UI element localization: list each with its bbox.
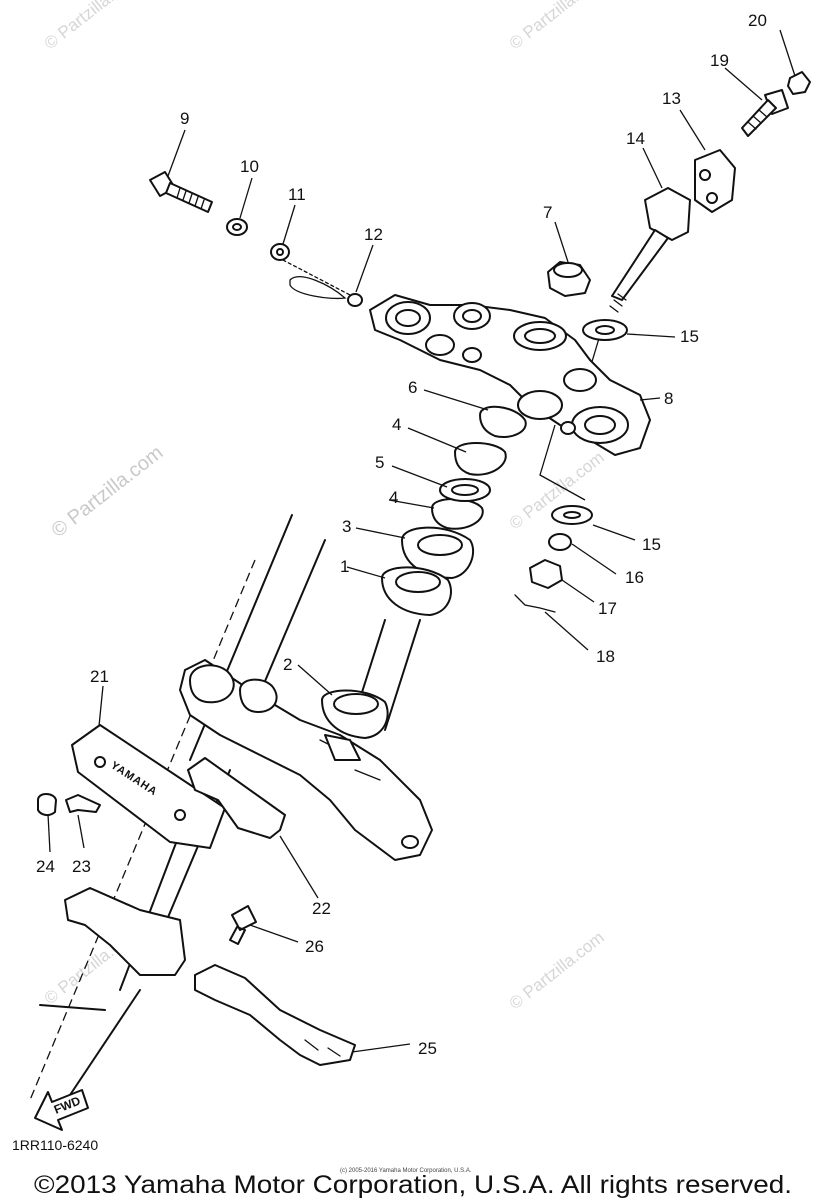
part-bracket-22 (187, 757, 286, 839)
part-nut-20 (787, 71, 811, 95)
callout-6: 6 (408, 378, 417, 397)
part-ring-nut-4-lower (431, 498, 484, 530)
part-cable-loop (289, 276, 347, 300)
callout-1: 1 (340, 557, 349, 576)
callout-9: 9 (180, 109, 189, 128)
part-bolt-26 (229, 905, 257, 945)
fwd-arrow: FWD (34, 1089, 89, 1131)
callout-13: 13 (662, 89, 681, 108)
part-holder-25 (194, 964, 356, 1066)
callout-22: 22 (312, 899, 331, 918)
part-nut-17 (529, 559, 563, 589)
callout-15-lower: 15 (642, 535, 661, 554)
part-screw-23 (65, 794, 101, 813)
callout-15-upper: 15 (680, 327, 699, 346)
callout-11: 11 (288, 185, 306, 204)
callout-3: 3 (342, 517, 351, 536)
callout-4-upper: 4 (392, 415, 401, 434)
part-bolt-9 (149, 171, 213, 213)
callout-23: 23 (72, 857, 91, 876)
callout-2: 2 (283, 655, 292, 674)
callout-25: 25 (418, 1039, 437, 1058)
lower-bracket (179, 659, 433, 861)
callout-17: 17 (598, 599, 617, 618)
part-nut-7 (547, 261, 591, 297)
lower-fork-clamp (64, 887, 186, 976)
part-emblem-21: YAMAHA (71, 724, 226, 849)
watermark-main: © Partzilla.com (48, 442, 168, 542)
callout-16: 16 (625, 568, 644, 587)
callout-21: 21 (90, 667, 109, 686)
part-ring-nut-4-upper (454, 442, 507, 476)
leader-lines (47, 29, 796, 1053)
callout-19: 19 (710, 51, 729, 70)
callout-24: 24 (36, 857, 55, 876)
callout-7: 7 (543, 203, 552, 222)
callout-14: 14 (626, 129, 645, 148)
callout-4-lower: 4 (389, 488, 398, 507)
part-bolt-19 (741, 89, 789, 137)
watermark-top-right: © Partzilla.com (506, 0, 608, 53)
callout-12: 12 (364, 225, 383, 244)
copyright-small: (c) 2005-2016 Yamaha Motor Corporation, … (340, 1168, 472, 1174)
copyright-notice: ©2013 Yamaha Motor Corporation, U.S.A. A… (34, 1171, 792, 1199)
callout-20: 20 (748, 11, 767, 30)
watermark-bottom-right: © Partzilla.com (506, 928, 608, 1014)
upper-bracket (369, 294, 651, 456)
callout-labels: 1 2 3 4 4 5 6 7 8 9 10 11 12 13 14 15 15… (36, 11, 767, 1058)
part-lock-washer-16 (548, 533, 572, 551)
part-wire-18 (514, 594, 556, 613)
callout-18: 18 (596, 647, 615, 666)
part-clip-12 (347, 293, 363, 307)
callout-5: 5 (375, 453, 384, 472)
watermark-top-left: © Partzilla.com (41, 0, 143, 53)
part-cap-nut-24 (37, 793, 57, 817)
diagram-code: 1RR110-6240 (12, 1137, 98, 1153)
part-washer-6 (479, 405, 527, 438)
callout-10: 10 (240, 157, 259, 176)
part-cap-13 (694, 149, 736, 213)
part-holder-14 (609, 187, 691, 313)
callout-26: 26 (305, 937, 324, 956)
callout-8: 8 (664, 389, 673, 408)
